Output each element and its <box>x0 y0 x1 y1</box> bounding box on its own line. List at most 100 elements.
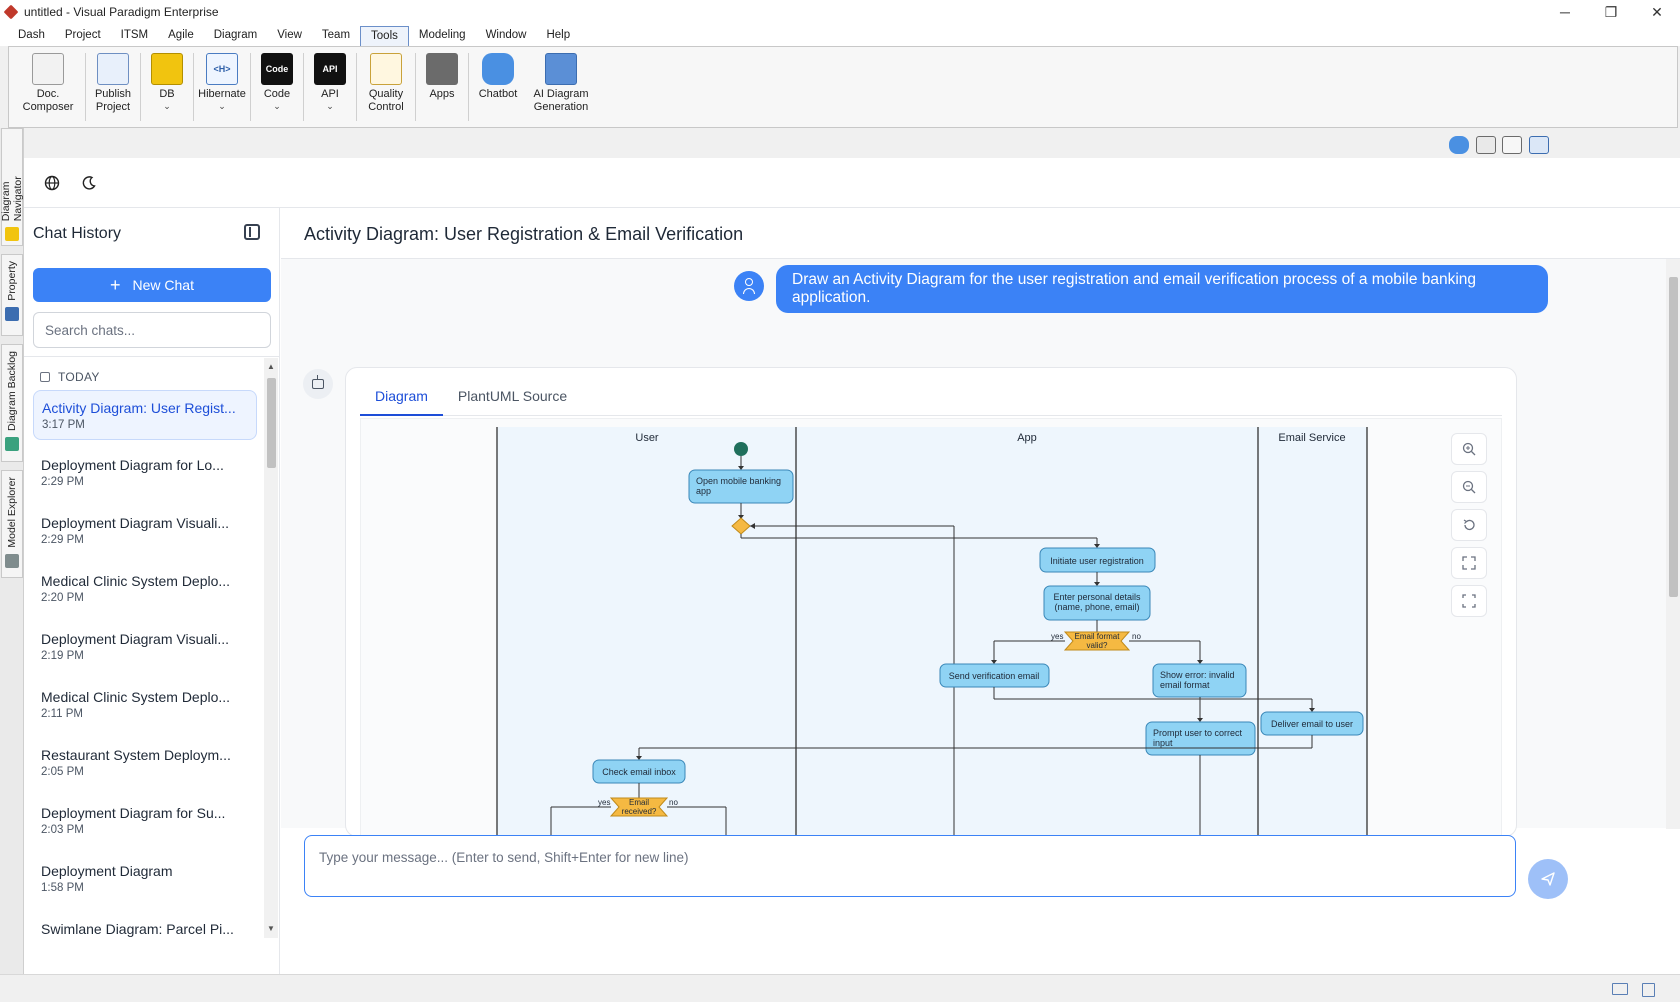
chat-item[interactable]: Deployment Diagram 1:58 PM <box>33 854 257 904</box>
lane-header-app: App <box>1017 432 1037 444</box>
tab-plantuml-source[interactable]: PlantUML Source <box>457 388 568 404</box>
ai-diagram-icon <box>545 53 577 85</box>
api-label: API <box>321 88 339 100</box>
close-button[interactable]: ✕ <box>1651 3 1663 20</box>
sidebar-toggle-icon[interactable] <box>244 224 260 240</box>
globe-icon[interactable] <box>42 173 62 193</box>
node-open-app-line2: app <box>696 486 711 496</box>
chat-item[interactable]: Deployment Diagram for Lo... 2:29 PM <box>33 448 257 498</box>
diagram-tabs: Diagram PlantUML Source <box>360 382 1502 416</box>
doc-composer-button[interactable]: Doc. Composer <box>13 51 83 127</box>
scroll-down-icon[interactable]: ▼ <box>267 924 275 933</box>
scrollbar-thumb[interactable] <box>267 378 276 468</box>
chat-title: Medical Clinic System Deplo... <box>41 573 231 589</box>
chat-history-title: Chat History <box>33 225 122 242</box>
menu-team[interactable]: Team <box>321 29 351 41</box>
publish-project-label: Publish Project <box>94 88 132 113</box>
node-open-app-line1: Open mobile banking <box>696 476 781 486</box>
menu-view[interactable]: View <box>277 29 302 41</box>
tab-model-explorer[interactable]: Model Explorer <box>1 470 23 578</box>
chevron-down-icon: ⌄ <box>326 101 334 111</box>
scroll-up-icon[interactable]: ▲ <box>267 362 275 371</box>
chatbot-robot-icon[interactable] <box>1449 136 1469 154</box>
menu-diagram[interactable]: Diagram <box>213 29 258 41</box>
tab-diagram[interactable]: Diagram <box>360 382 443 416</box>
mail-icon[interactable] <box>1612 983 1628 995</box>
start-node <box>734 442 748 456</box>
node-prompt-correct-line2: input <box>1153 738 1173 748</box>
menu-window[interactable]: Window <box>485 29 527 41</box>
decision-email-format-line2: valid? <box>1087 641 1108 650</box>
chat-item[interactable]: Deployment Diagram Visuali... 2:19 PM <box>33 622 257 672</box>
tab-diagram-backlog[interactable]: Diagram Backlog <box>1 344 23 462</box>
ai-diagram-generation-button[interactable]: AI Diagram Generation <box>525 51 597 127</box>
diagram-response-card: Diagram PlantUML Source User App <box>345 367 1517 837</box>
minimize-button[interactable]: ─ <box>1560 4 1570 20</box>
label-yes: yes <box>598 798 610 807</box>
group-label: TODAY <box>58 370 100 384</box>
zoom-out-icon[interactable] <box>1451 471 1487 503</box>
fullscreen-icon[interactable] <box>1451 585 1487 617</box>
menu-dash[interactable]: Dash <box>18 29 45 41</box>
publish-project-button[interactable]: Publish Project <box>88 51 138 127</box>
send-button[interactable] <box>1528 859 1568 899</box>
chat-time: 2:29 PM <box>41 476 84 488</box>
chat-item[interactable]: Medical Clinic System Deplo... 2:20 PM <box>33 564 257 614</box>
left-vertical-tabs: Diagram Navigator Property Diagram Backl… <box>0 128 24 1002</box>
ai-chatbot-panel: Chat History + New Chat TODAY Activity D… <box>24 158 1680 974</box>
node-deliver-email-text: Deliver email to user <box>1271 719 1353 729</box>
fit-width-icon[interactable] <box>1502 136 1522 154</box>
chat-list-scrollbar[interactable]: ▲ ▼ <box>264 358 278 938</box>
chat-title: Deployment Diagram Visuali... <box>41 515 230 531</box>
property-icon <box>5 306 19 321</box>
menu-tools[interactable]: Tools <box>360 26 409 46</box>
quality-control-button[interactable]: Quality Control <box>359 51 413 127</box>
restore-button[interactable]: ❐ <box>1604 3 1618 20</box>
tab-diagram-navigator[interactable]: Diagram Navigator <box>0 128 24 246</box>
chevron-down-icon: ⌄ <box>163 101 171 111</box>
fit-to-screen-icon[interactable] <box>1451 547 1487 579</box>
chat-item[interactable]: Swimlane Diagram: Parcel Pi... <box>33 912 257 962</box>
chat-item[interactable]: Activity Diagram: User Regist... 3:17 PM <box>33 390 257 440</box>
window-title: untitled - Visual Paradigm Enterprise <box>24 5 219 19</box>
quality-control-label: Quality Control <box>368 88 404 113</box>
apps-button[interactable]: Apps <box>418 51 466 127</box>
chat-item[interactable]: Restaurant System Deploym... 2:05 PM <box>33 738 257 788</box>
notes-icon[interactable] <box>1642 983 1655 997</box>
search-chats-input[interactable] <box>33 312 271 348</box>
db-button[interactable]: DB ⌄ <box>143 51 191 127</box>
menu-project[interactable]: Project <box>64 29 101 41</box>
zoom-in-icon[interactable] <box>1451 433 1487 465</box>
layout-icon[interactable] <box>1529 136 1549 154</box>
announcement-icon[interactable] <box>1476 136 1496 154</box>
diagram-canvas[interactable]: User App Email Service Open mobile banki… <box>360 418 1502 836</box>
menu-modeling[interactable]: Modeling <box>418 29 466 41</box>
chat-item[interactable]: Deployment Diagram Visuali... 2:29 PM <box>33 506 257 556</box>
message-input[interactable] <box>304 835 1516 897</box>
api-button[interactable]: API API ⌄ <box>306 51 354 127</box>
label-no: no <box>1132 632 1141 641</box>
scrollbar-thumb[interactable] <box>1669 277 1678 597</box>
hibernate-button[interactable]: <H> Hibernate ⌄ <box>196 51 248 127</box>
lane-app <box>796 427 1258 836</box>
code-button[interactable]: Code Code ⌄ <box>253 51 301 127</box>
message-scrollbar[interactable] <box>1666 259 1680 829</box>
backlog-icon <box>5 436 19 451</box>
chatbot-robot-icon <box>482 53 514 85</box>
chat-item[interactable]: Medical Clinic System Deplo... 2:11 PM <box>33 680 257 730</box>
chat-item[interactable]: Deployment Diagram for Su... 2:03 PM <box>33 796 257 846</box>
tab-property[interactable]: Property <box>1 254 23 336</box>
chat-title: Deployment Diagram for Lo... <box>41 457 224 473</box>
menu-agile[interactable]: Agile <box>168 29 194 41</box>
new-chat-button[interactable]: + New Chat <box>33 268 271 302</box>
menu-itsm[interactable]: ITSM <box>120 29 149 41</box>
db-label: DB <box>159 88 175 100</box>
moon-icon[interactable] <box>79 173 99 193</box>
menu-help[interactable]: Help <box>546 29 571 41</box>
chat-list: TODAY Activity Diagram: User Regist... 3… <box>24 358 264 974</box>
chat-time: 2:29 PM <box>41 534 84 546</box>
model-explorer-icon <box>5 553 19 568</box>
reset-zoom-icon[interactable] <box>1451 509 1487 541</box>
chatbot-button[interactable]: Chatbot <box>471 51 525 127</box>
ribbon-divider <box>415 53 416 121</box>
